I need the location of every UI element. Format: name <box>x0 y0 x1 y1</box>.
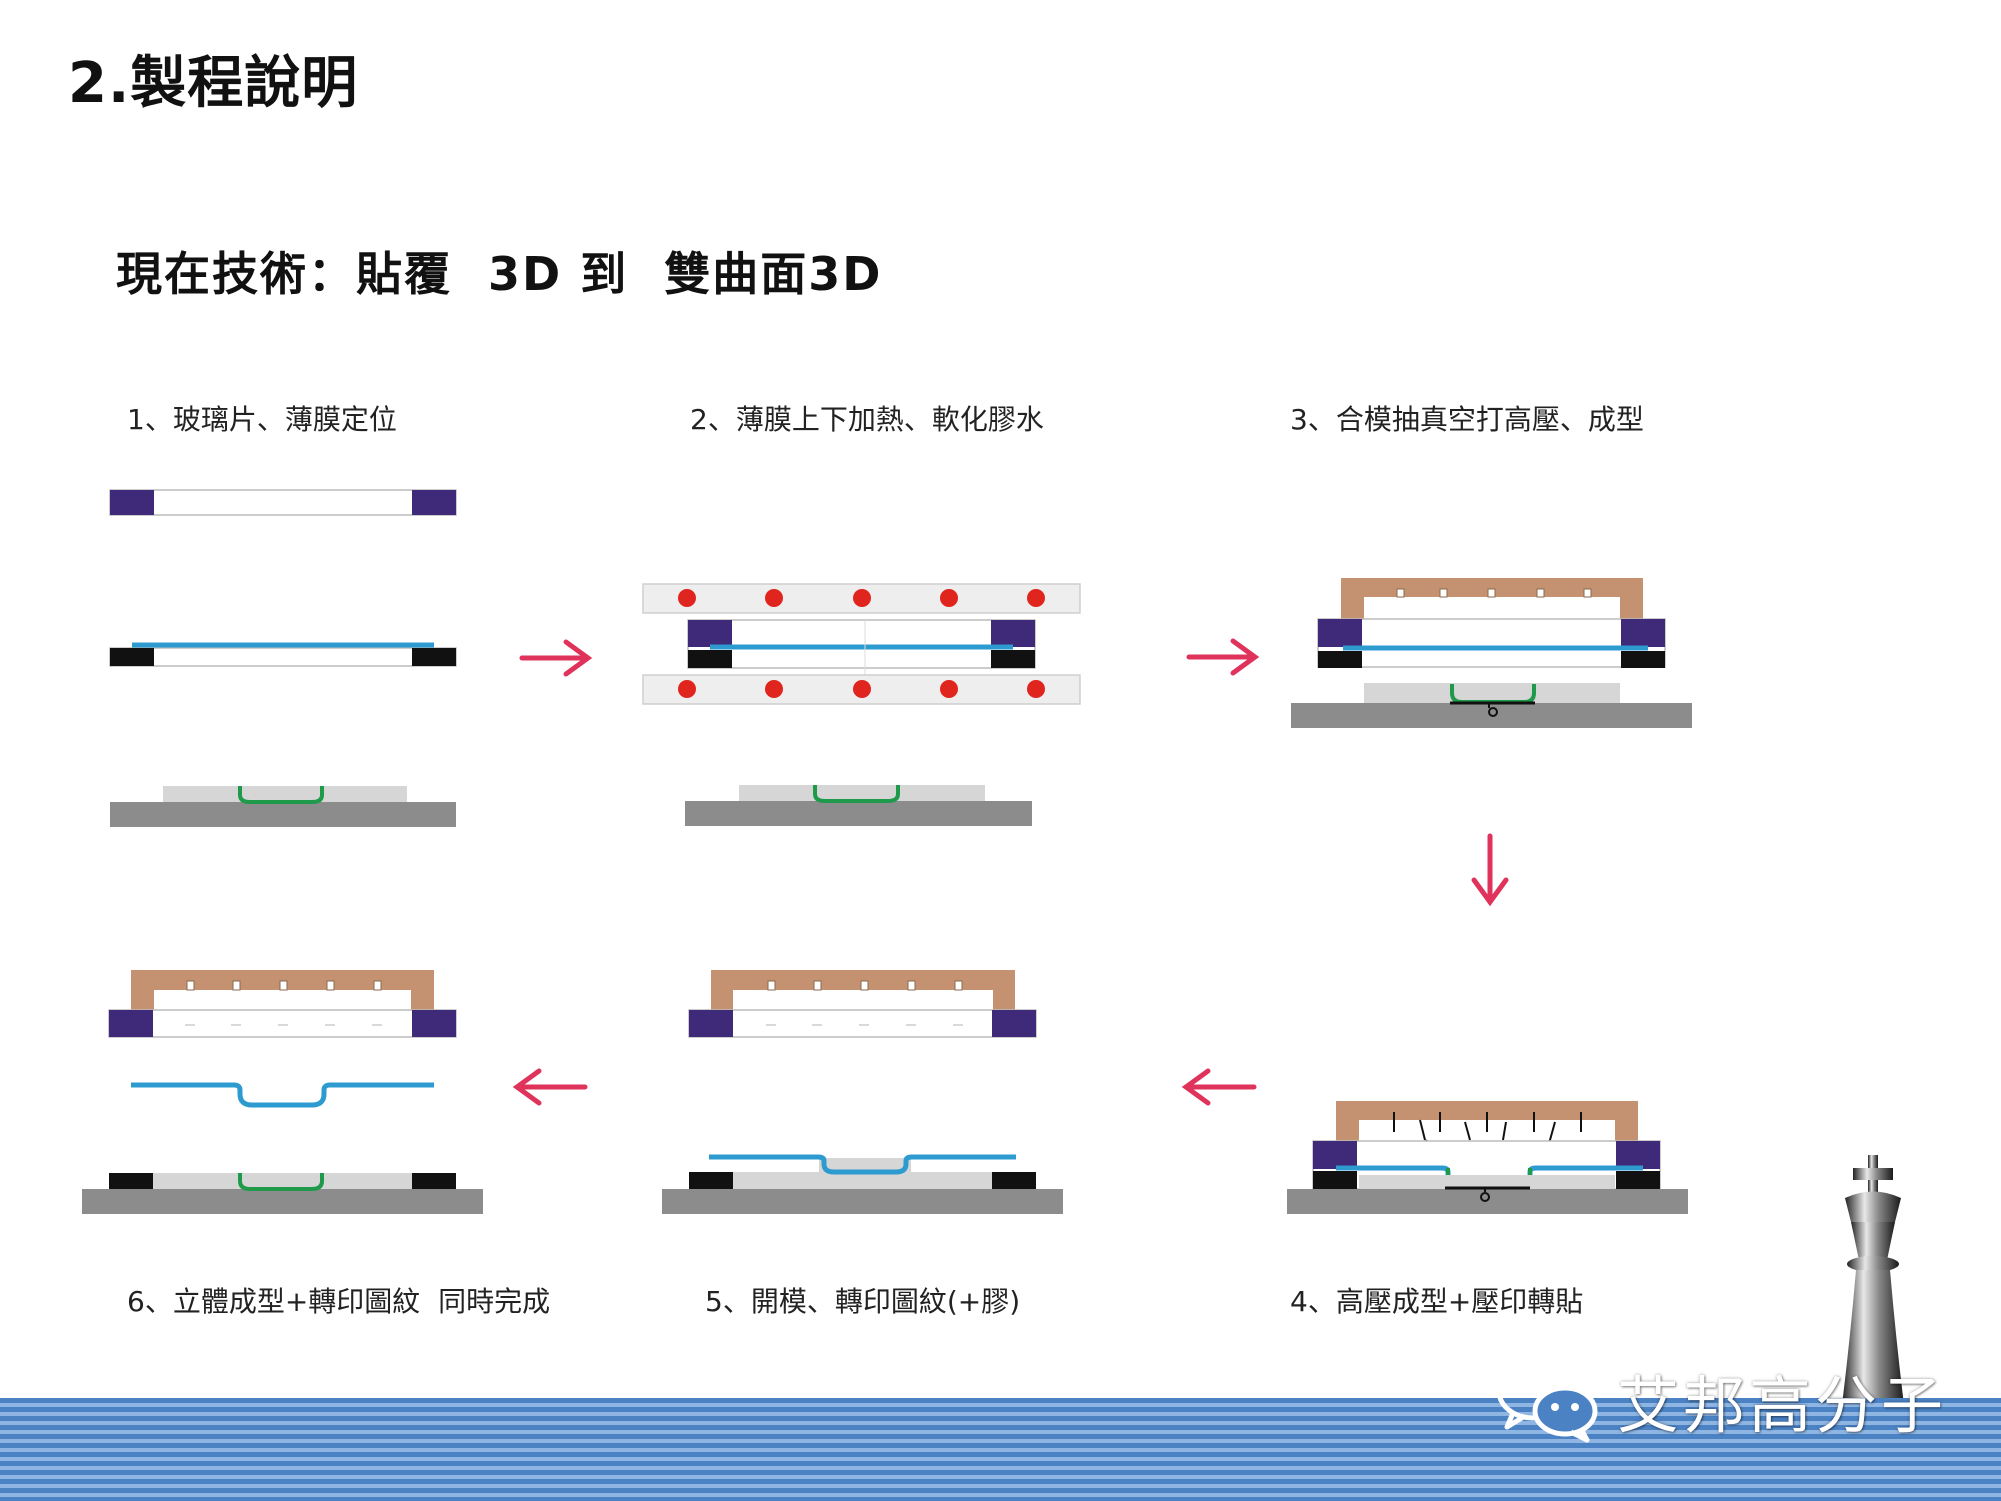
clamped-frame <box>1317 618 1666 668</box>
step-4-diagram <box>1287 1101 1688 1214</box>
upper-mold <box>131 970 434 1010</box>
glass-holder <box>109 642 457 667</box>
upper-mold <box>711 970 1015 1010</box>
arrow-right-2 <box>1186 638 1260 676</box>
step-3-diagram <box>1291 578 1692 728</box>
brand-watermark: 艾邦高分子 <box>1495 1355 1947 1445</box>
upper-frame <box>108 1009 457 1038</box>
black-clamp-left <box>110 648 154 666</box>
step-5-label: 5、開模、轉印圖紋(+膠) <box>705 1285 1021 1318</box>
step-2-label: 2、薄膜上下加熱、軟化膠水 <box>690 403 1044 436</box>
lower-mold <box>110 786 456 827</box>
wechat-icon <box>1496 1361 1598 1443</box>
lower-mold <box>685 785 1032 826</box>
lower-heater <box>642 674 1081 705</box>
step-3-label: 3、合模抽真空打高壓、成型 <box>1290 403 1644 436</box>
upper-frame <box>109 489 457 516</box>
purple-clamp-right <box>412 490 456 515</box>
upper-mold <box>1341 578 1643 619</box>
lower-mold <box>1287 1175 1688 1214</box>
brand-name: 艾邦高分子 <box>1617 1369 1948 1442</box>
heater-dots-bottom <box>678 680 1045 698</box>
arrow-right-1 <box>519 639 593 677</box>
lower-mold <box>662 1154 1063 1214</box>
arrow-down <box>1471 833 1509 907</box>
step-1-label: 1、玻璃片、薄膜定位 <box>127 403 397 436</box>
heater-dots-top <box>678 589 1045 607</box>
black-clamp-right <box>412 648 456 666</box>
bottom-decor-band <box>0 1398 2001 1501</box>
step-4-label: 4、高壓成型+壓印轉貼 <box>1290 1285 1584 1318</box>
green-pattern <box>238 786 324 804</box>
arrow-left-2 <box>512 1068 588 1106</box>
lower-mold <box>1291 683 1692 728</box>
upper-mold <box>1336 1101 1638 1153</box>
clamped-frame <box>687 619 1036 676</box>
step-6-diagram <box>82 970 483 1214</box>
step-2-diagram <box>642 583 1081 826</box>
page-title: 2.製程說明 <box>68 51 359 116</box>
page-subtitle: 現在技術：貼覆 3D 到 雙曲面3D <box>116 247 883 301</box>
mold-plate <box>163 786 407 802</box>
step-6-label: 6、立體成型+轉印圖紋 同時完成 <box>127 1285 551 1318</box>
step-5-diagram <box>662 970 1063 1214</box>
purple-clamp-left <box>110 490 154 515</box>
formed-film <box>131 1082 434 1108</box>
upper-frame <box>688 1009 1037 1038</box>
lower-mold <box>82 1173 483 1214</box>
arrow-left-1 <box>1181 1068 1257 1106</box>
step-1-diagram <box>109 489 457 827</box>
base-plate <box>110 802 456 827</box>
